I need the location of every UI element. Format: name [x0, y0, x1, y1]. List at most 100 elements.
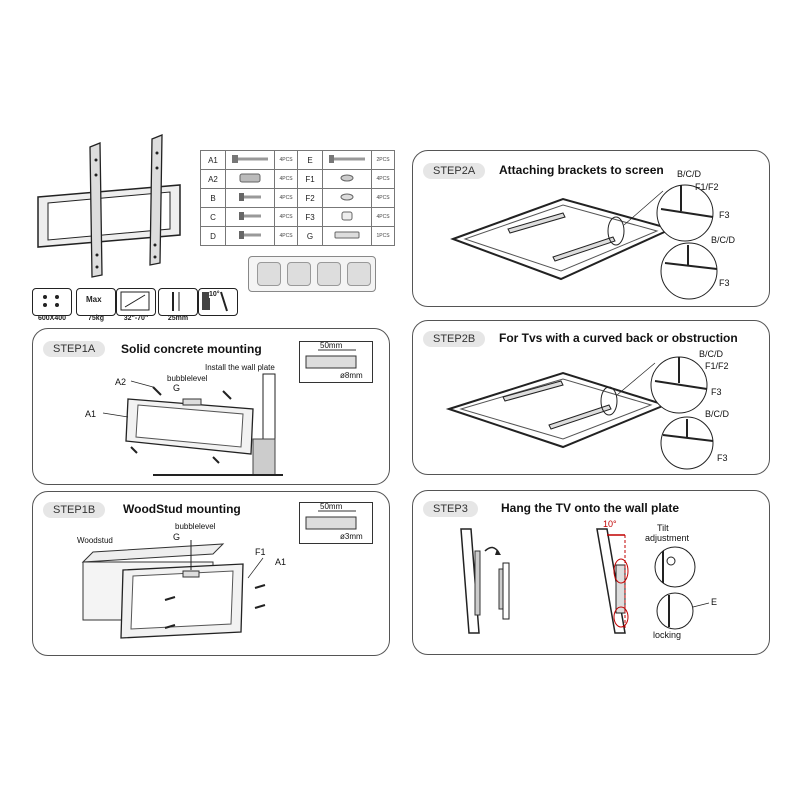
- part-qty: 4PCS: [274, 207, 298, 227]
- step2b-panel: STEP2B For Tvs with a curved back or obs…: [412, 320, 770, 475]
- part-qty: 2PCS: [371, 150, 395, 170]
- part-qty: 4PCS: [274, 150, 298, 170]
- spec-wall-distance: 25mm: [167, 315, 189, 322]
- part-code: F1: [297, 169, 323, 189]
- part-qty: 4PCS: [371, 188, 395, 208]
- wall-mount-illustration: [37, 134, 181, 278]
- label-a2: A2: [115, 377, 127, 387]
- hammer-icon: [317, 262, 341, 286]
- parts-table: A1 4PCS E 2PCS A2 4PCS F1 4PCS B 4PCS F2…: [200, 150, 395, 246]
- label-g: G: [173, 532, 181, 542]
- part-qty: 1PCS: [371, 226, 395, 246]
- callout-f1f2: F1/F2: [695, 182, 719, 192]
- step-badge: STEP1B: [43, 502, 106, 518]
- bubblelevel-label: bubblelevel: [167, 374, 208, 383]
- screw-icon: [225, 226, 275, 246]
- part-code: C: [200, 207, 226, 227]
- bubble-level-icon: [322, 226, 372, 246]
- step1b-panel: STEP1B WoodStud mounting 50mm ø3mm Woods…: [32, 491, 390, 656]
- step-badge: STEP1A: [43, 341, 106, 357]
- callout-f3: F3: [719, 210, 730, 220]
- step-title: WoodStud mounting: [123, 502, 241, 516]
- drill-diameter-label: ø3mm: [340, 532, 363, 541]
- step-title: Attaching brackets to screen: [499, 163, 664, 177]
- parts-row: A1 4PCS E 2PCS: [200, 150, 395, 170]
- woodstud-label: Woodstud: [77, 536, 113, 545]
- step3-panel: STEP3 Hang the TV onto the wall plate 10…: [412, 490, 770, 655]
- part-code: G: [297, 226, 323, 246]
- spec-tilt: 10°: [209, 291, 220, 298]
- part-qty: 4PCS: [274, 226, 298, 246]
- part-qty: 4PCS: [371, 207, 395, 227]
- screw-icon: [225, 188, 275, 208]
- callout-f3-2: F3: [717, 453, 728, 463]
- spec-vesa: 600X400: [37, 315, 67, 322]
- callout-bcd: B/C/D: [677, 169, 702, 179]
- vesa-icon: [32, 288, 72, 316]
- callout-f1f2: F1/F2: [705, 361, 729, 371]
- label-a1: A1: [275, 557, 287, 567]
- part-code: F3: [297, 207, 323, 227]
- part-code: D: [200, 226, 226, 246]
- max-load-icon: Max: [76, 288, 116, 316]
- label-e: E: [711, 597, 718, 607]
- wall-plate-drawing: [102, 373, 283, 476]
- part-qty: 4PCS: [371, 169, 395, 189]
- tools-box: [248, 256, 376, 292]
- drill-hole-diagram: 50mm ø8mm: [299, 341, 373, 383]
- step-title: Hang the TV onto the wall plate: [501, 501, 680, 515]
- wrench-icon: [347, 262, 371, 286]
- tilt-icon: 10°: [198, 288, 238, 316]
- washer-icon: [322, 188, 372, 208]
- part-code: A2: [200, 169, 226, 189]
- label-a1: A1: [85, 409, 97, 419]
- spec-max-load: 75kg: [88, 315, 104, 322]
- part-qty: 4PCS: [274, 188, 298, 208]
- drill-hole-diagram: 50mm ø3mm: [299, 502, 373, 544]
- screw-icon: [225, 207, 275, 227]
- step-title: For Tvs with a curved back or obstructio…: [499, 331, 738, 345]
- wall-distance-icon: [158, 288, 198, 316]
- step-badge: STEP3: [423, 501, 478, 517]
- max-label: Max: [86, 295, 102, 304]
- callout-bcd-2: B/C/D: [705, 409, 730, 419]
- washer-icon: [322, 169, 372, 189]
- tilt-label-line1: Tilt: [657, 523, 669, 533]
- screwdriver-icon: [287, 262, 311, 286]
- step1a-panel: STEP1A Solid concrete mounting 50mm ø8mm…: [32, 328, 390, 485]
- drill-depth-label: 50mm: [320, 502, 343, 511]
- callout-bcd: B/C/D: [699, 349, 724, 359]
- drill-depth-label: 50mm: [320, 341, 343, 350]
- label-g: G: [173, 383, 181, 393]
- hang-tv-drawing: [460, 528, 710, 634]
- part-qty: 4PCS: [274, 169, 298, 189]
- callout-f3-2: F3: [719, 278, 730, 288]
- callout-f3: F3: [711, 387, 722, 397]
- parts-row: C 4PCS F3 4PCS: [200, 207, 395, 227]
- screen-size-icon: [116, 288, 156, 316]
- step-badge: STEP2A: [423, 163, 486, 179]
- part-code: E: [297, 150, 323, 170]
- step-badge: STEP2B: [423, 331, 486, 347]
- spec-screen: 32"-70": [123, 315, 149, 322]
- spacer-icon: [322, 207, 372, 227]
- drill-icon: [257, 262, 281, 286]
- tilt-angle-label: 10°: [603, 519, 617, 529]
- tv-back-drawing: [450, 184, 718, 300]
- part-code: B: [200, 188, 226, 208]
- install-note: Install the wall plate: [205, 363, 275, 372]
- part-code: F2: [297, 188, 323, 208]
- parts-row: D 4PCS G 1PCS: [200, 226, 395, 246]
- step2a-panel: STEP2A Attaching brackets to screen B/C/…: [412, 150, 770, 307]
- part-code: A1: [200, 150, 226, 170]
- callout-bcd-2: B/C/D: [711, 235, 736, 245]
- anchor-icon: [225, 169, 275, 189]
- bolt-icon: [322, 150, 372, 170]
- parts-row: B 4PCS F2 4PCS: [200, 188, 395, 208]
- woodstud-drawing: [81, 540, 266, 639]
- locking-label: locking: [653, 630, 682, 640]
- tilt-label-line2: adjustment: [645, 533, 690, 543]
- tv-back-curved-drawing: [445, 356, 714, 470]
- bubblelevel-label: bubblelevel: [175, 522, 216, 531]
- drill-diameter-label: ø8mm: [340, 371, 363, 380]
